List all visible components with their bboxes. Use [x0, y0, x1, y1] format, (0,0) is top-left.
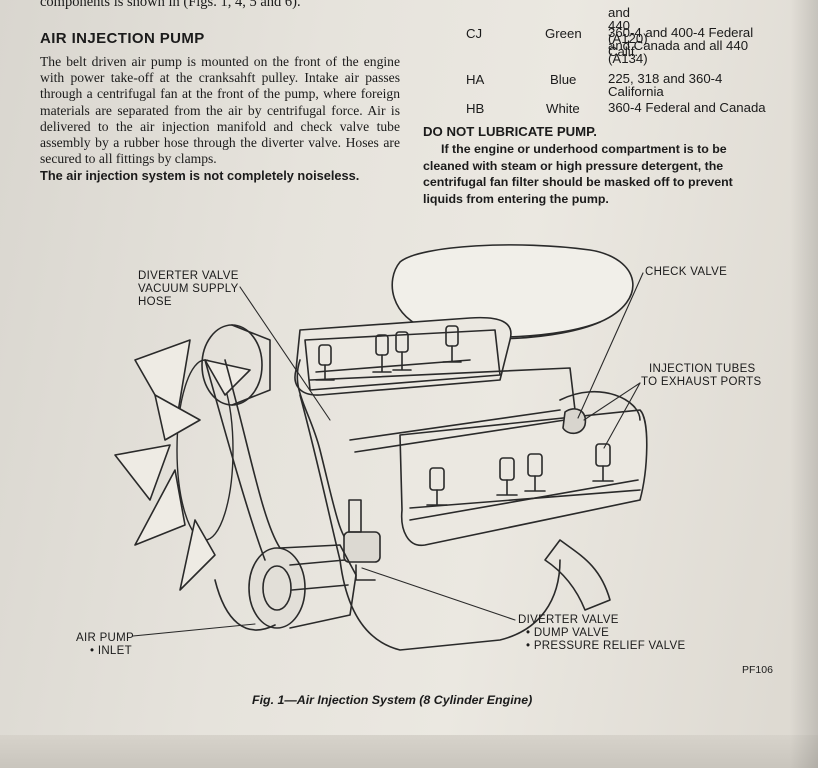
injector-fitting: [524, 453, 546, 492]
label-injection-tubes: INJECTION TUBES TO EXHAUST PORTS: [641, 363, 761, 389]
injector-fitting: [592, 443, 614, 482]
page-right-shadow: [790, 0, 818, 768]
vacuum-hose: [296, 359, 353, 546]
leader-diverter-valve: [361, 567, 516, 621]
row-code: CJ: [466, 26, 483, 41]
label-line: TO EXHAUST PORTS: [641, 376, 762, 388]
air-cleaner-housing: [391, 244, 634, 340]
row-color: Green: [545, 26, 582, 41]
row-color: Blue: [550, 72, 577, 87]
engine-block: [299, 394, 561, 651]
valve-cover-right: [399, 390, 648, 546]
label-line: HOSE: [138, 296, 172, 308]
label-air-pump: AIR PUMP • INLET: [76, 632, 134, 658]
label-line: DIVERTER VALVE: [138, 270, 239, 282]
section-heading: AIR INJECTION PUMP: [40, 30, 205, 47]
leader-injection-tubes-b: [583, 382, 641, 421]
label-diverter-hose: DIVERTER VALVE VACUUM SUPPLY HOSE: [138, 270, 239, 309]
row-desc: 225, 318 and 360-4 California: [608, 71, 723, 99]
row-desc: 360-4 Federal and Canada: [608, 100, 766, 115]
top-fragment-text: components is shown in (Figs. 1, 4, 5 an…: [40, 0, 301, 10]
figure-code: PF106: [742, 664, 773, 676]
label-diverter-valve: DIVERTER VALVE • DUMP VALVE • PRESSURE R…: [518, 614, 685, 653]
label-line: • INLET: [90, 645, 132, 657]
label-line: INJECTION TUBES: [649, 363, 756, 375]
label-check-valve: CHECK VALVE: [645, 266, 728, 278]
row-code: HB: [466, 101, 485, 116]
warning-body: If the engine or underhood compartment i…: [423, 142, 733, 206]
label-line: VACUUM SUPPLY: [138, 283, 239, 295]
injector-fitting: [496, 457, 518, 496]
row-code: HA: [466, 72, 485, 87]
partial-desc: and 440 (A120) Calif.: [608, 5, 648, 59]
label-line: • PRESSURE RELIEF VALVE: [526, 640, 686, 652]
leader-air-pump: [132, 623, 256, 637]
leader-injection-tubes-a: [603, 382, 641, 449]
air-pump: [248, 544, 357, 629]
exhaust-manifold-right: [544, 539, 611, 611]
drive-belt: [204, 359, 281, 631]
leader-check-valve: [577, 272, 644, 419]
label-line: DIVERTER VALVE: [518, 614, 619, 626]
row-desc: 360-4 and 400-4 Federal and Canada and a…: [608, 25, 754, 66]
fan-blades: [114, 339, 251, 591]
page-bottom-edge: [0, 735, 818, 768]
injector-fitting: [442, 325, 462, 363]
row-color: White: [546, 101, 580, 116]
injector-left: [315, 325, 462, 381]
body-paragraph: The belt driven air pump is mounted on t…: [40, 54, 400, 185]
alternator-pulley: [201, 324, 271, 406]
injector-fitting: [392, 331, 412, 371]
figure-caption: Fig. 1—Air Injection System (8 Cylinder …: [252, 693, 533, 707]
warning-title: DO NOT LUBRICATE PUMP.: [423, 124, 597, 139]
valve-cover-left: [304, 329, 501, 391]
noise-note: The air injection system is not complete…: [40, 168, 360, 184]
diverter-valve: [343, 499, 381, 581]
leader-diverter-hose: [239, 286, 331, 421]
injector-right: [426, 443, 614, 506]
paragraph-text: The belt driven air pump is mounted on t…: [40, 54, 400, 167]
leader-lines: [132, 272, 644, 637]
check-valve: [562, 408, 587, 435]
label-line: • DUMP VALVE: [526, 627, 610, 639]
label-line: AIR PUMP: [76, 632, 134, 644]
injector-fitting: [372, 334, 392, 373]
